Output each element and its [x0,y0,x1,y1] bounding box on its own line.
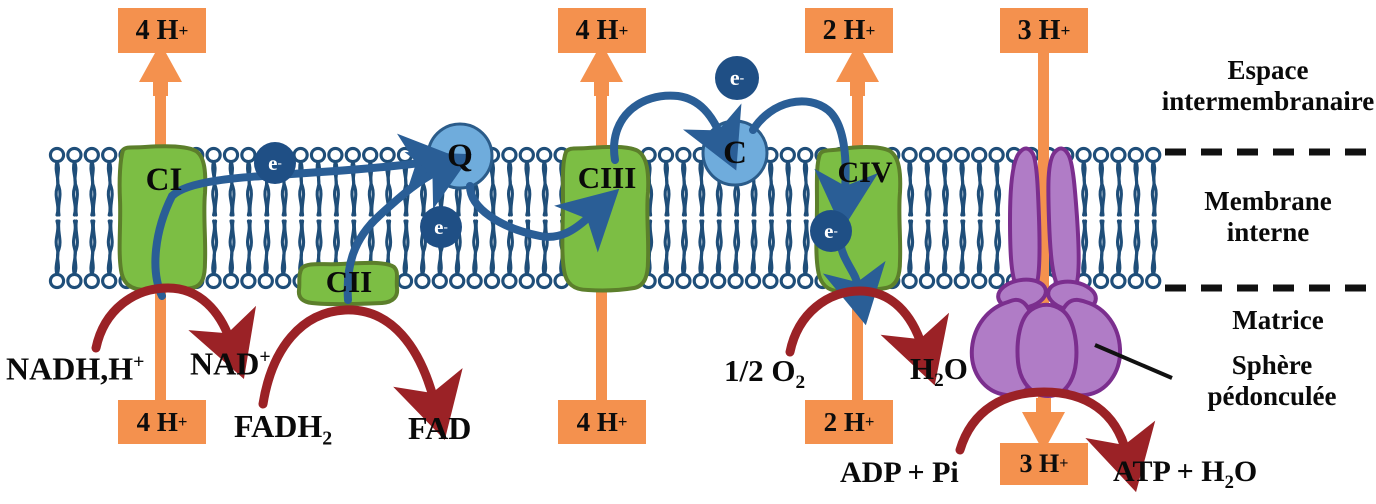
intermembrane-line2: intermembranaire [1161,85,1375,116]
path-ciii-to-c [610,91,742,171]
proton-ion: H [843,14,866,46]
electron-symbol: e [824,218,834,243]
electron-bubble-4[interactable] [810,210,852,252]
intermembrane-line1: Espace [1227,55,1309,85]
complex-i-label: CI [145,161,183,198]
label-fadh2: FADH2 [234,408,333,450]
stalked-sphere-line2: pédonculée [1207,380,1337,411]
path-cii-to-q [343,151,472,304]
inner-membrane-line1: Membrane [1204,186,1332,216]
arc-o2-to-h2o [785,286,950,386]
proton-charge: + [618,20,629,40]
arc-nadh-to-nad [91,283,257,379]
path-q-to-ciii [466,182,620,253]
proton-count: 4 [576,406,591,437]
reaction-arcs [91,283,1156,493]
label-inner-membrane: Membrane interne [1160,186,1376,248]
label-intermembrane-space: Espace intermembranaire [1160,55,1376,117]
electron-symbol: e [434,214,444,239]
electron-bubble-3[interactable] [715,56,759,100]
proton-box-ciii-bottom[interactable]: 4 H+ [558,400,646,444]
label-matrix: Matrice [1232,305,1324,335]
proton-arrow-civ [836,43,879,404]
electron-charge: - [833,223,838,238]
proton-box-civ-bottom[interactable]: 2 H+ [805,400,893,444]
proton-ion: H [1038,14,1061,46]
proton-charge: + [178,20,189,40]
proton-arrow-atp-synthase [1022,46,1065,452]
complex-iv-label: CIV [837,156,893,189]
proton-box-ciii-top[interactable]: 4 H+ [558,8,646,53]
proton-box-civ-top[interactable]: 2 H+ [805,8,893,53]
electron-label-1: e- [258,148,292,178]
proton-ion: H [156,14,179,46]
electron-charge: - [277,155,282,170]
electron-charge: - [443,219,448,234]
proton-count: 4 [135,14,150,46]
proton-count: 4 [575,14,590,46]
proton-box-ci-bottom[interactable]: 4 H+ [118,400,206,444]
electron-label-2: e- [424,212,458,242]
ubiquinone-label: Q [447,137,473,174]
proton-ion: H [596,14,619,46]
proton-count: 2 [823,406,838,437]
proton-flux-arrows [139,43,1065,452]
label-adp-pi: ADP + Pi [840,456,959,489]
proton-count: 4 [136,406,151,437]
electron-symbol: e [729,65,740,90]
label-water: H2O [910,351,968,392]
electron-bubbles [254,56,852,252]
label-atp-water: ATP + H2O [1113,455,1258,493]
label-nad: NAD+ [190,345,271,382]
proton-box-atp-synthase-top[interactable]: 3 H+ [1000,8,1088,53]
proton-box-ci-top[interactable]: 4 H+ [118,8,206,53]
label-fad: FAD [408,410,472,446]
electron-label-3: e- [720,62,754,94]
proton-charge: + [1060,20,1071,40]
proton-count: 3 [1019,449,1033,478]
electron-symbol: e [268,150,278,175]
path-c-to-civ [749,97,879,230]
leader-line-stalked-sphere [1094,343,1173,380]
proton-ion: H [596,406,618,437]
proton-count: 3 [1017,14,1032,46]
complex-iii-label: CIII [577,160,637,195]
arc-fadh2-to-fad [258,305,463,440]
proton-box-atp-synthase-bottom[interactable]: 3 H+ [1000,443,1088,485]
cytochrome-c-label: C [723,134,747,171]
electron-bubble-1[interactable] [254,142,296,184]
electron-bubble-2[interactable] [420,206,462,248]
proton-count: 2 [822,14,837,46]
proton-charge: + [864,412,875,431]
inner-membrane-line2: interne [1226,216,1310,247]
proton-charge: + [865,20,876,40]
proton-arrow-ciii [580,43,623,404]
proton-ion: H [843,406,865,437]
stalked-sphere-line1: Sphère [1231,350,1313,380]
arc-adp-to-atp [955,387,1156,493]
electron-label-4: e- [814,216,848,246]
proton-arrow-ci [139,43,182,404]
path-ci-to-q [151,133,460,300]
proton-ion: H [1039,449,1060,478]
complex-ii-label: CII [325,264,373,299]
label-stalked-sphere: Sphère pédonculée [1168,350,1376,412]
proton-charge: + [1059,455,1069,472]
proton-charge: + [617,412,628,431]
electron-charge: - [739,70,745,85]
label-nadh: NADH,H+ [6,350,145,387]
proton-charge: + [177,412,188,431]
proton-ion: H [156,406,178,437]
label-oxygen: 1/2 O2 [724,353,806,394]
